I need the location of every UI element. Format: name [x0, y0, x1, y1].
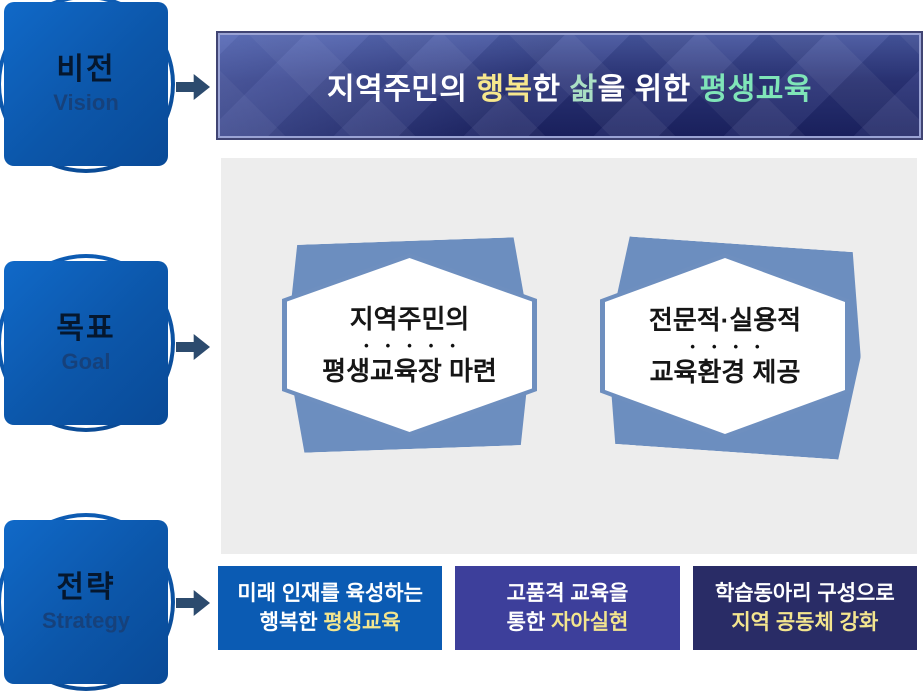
goal-hexagon-1: 지역주민의 ••••• 평생교육장 마련: [282, 253, 537, 437]
badge-square: 목표 Goal: [4, 261, 168, 425]
banner-text-segment-highlight: 행복: [476, 72, 533, 106]
strategy-line1: 미래 인재를 육성하는: [237, 582, 423, 605]
arrow-right-icon: [176, 334, 210, 360]
strategy-line2: 지역 공동체 강화: [731, 608, 878, 637]
hexagon-face: 지역주민의 ••••• 평생교육장 마련: [287, 258, 532, 432]
strategy-box-3: 학습동아리 구성으로 지역 공동체 강화: [692, 566, 917, 650]
hexagon-line1: 지역주민의: [349, 304, 470, 334]
banner-text-segment: 을 위한: [597, 72, 700, 106]
goal-badge: 목표 Goal: [0, 254, 175, 432]
strategy-line1: 학습동아리 구성으로: [714, 582, 895, 605]
strategy-line2-highlight: 평생교육: [323, 611, 401, 634]
strategy-line2: 통한 자아실현: [507, 608, 629, 637]
emphasis-dots: ••••: [690, 339, 777, 354]
strategy-line2-highlight: 지역 공동체 강화: [731, 611, 879, 634]
vision-badge: 비전 Vision: [0, 0, 175, 173]
badge-square: 전략 Strategy: [4, 520, 168, 684]
vision-banner: 지역주민의 행복한 삶을 위한 평생교육: [218, 33, 921, 138]
banner-text-segment: 한: [532, 72, 570, 106]
vision-badge-korean-label: 비전: [56, 52, 116, 86]
goal-badge-korean-label: 목표: [56, 311, 116, 345]
strategy-line2-highlight: 자아실현: [551, 611, 629, 634]
banner-text-segment-highlight: 삶: [569, 72, 598, 106]
strategy-line1: 고품격 교육을: [506, 582, 629, 605]
strategy-line2-normal: 행복한: [259, 611, 324, 634]
goal-badge-english-label: Goal: [61, 348, 111, 374]
arrow-right-icon: [176, 590, 210, 616]
hexagon-line2: 교육환경 제공: [649, 357, 801, 387]
strategy-line2: 행복한 평생교육: [260, 608, 401, 637]
hexagon-line1: 전문적·실용적: [648, 305, 802, 335]
strategy-badge-korean-label: 전략: [56, 570, 116, 604]
strategy-badge-english-label: Strategy: [41, 607, 131, 633]
goal-hexagon-2: 전문적·실용적 •••• 교육환경 제공: [600, 253, 850, 439]
hexagon-line2: 평생교육장 마련: [322, 356, 497, 386]
strategy-badge: 전략 Strategy: [0, 513, 175, 691]
emphasis-dots: •••••: [364, 338, 472, 353]
strategy-box-2: 고품격 교육을 통한 자아실현: [455, 566, 680, 650]
banner-text-segment: 지역주민의: [327, 72, 477, 106]
vision-banner-text: 지역주민의 행복한 삶을 위한 평생교육: [327, 64, 812, 108]
strategy-line2-normal: 통한: [506, 611, 552, 634]
badge-square: 비전 Vision: [4, 2, 168, 166]
strategy-row: 미래 인재를 육성하는 행복한 평생교육 고품격 교육을 통한 자아실현 학습동…: [218, 566, 917, 650]
vision-badge-english-label: Vision: [53, 89, 119, 115]
arrow-right-icon: [176, 74, 210, 100]
banner-text-segment-highlight: 평생교육: [699, 72, 812, 106]
strategy-box-1: 미래 인재를 육성하는 행복한 평생교육: [218, 566, 443, 650]
hexagon-face: 전문적·실용적 •••• 교육환경 제공: [605, 258, 845, 434]
